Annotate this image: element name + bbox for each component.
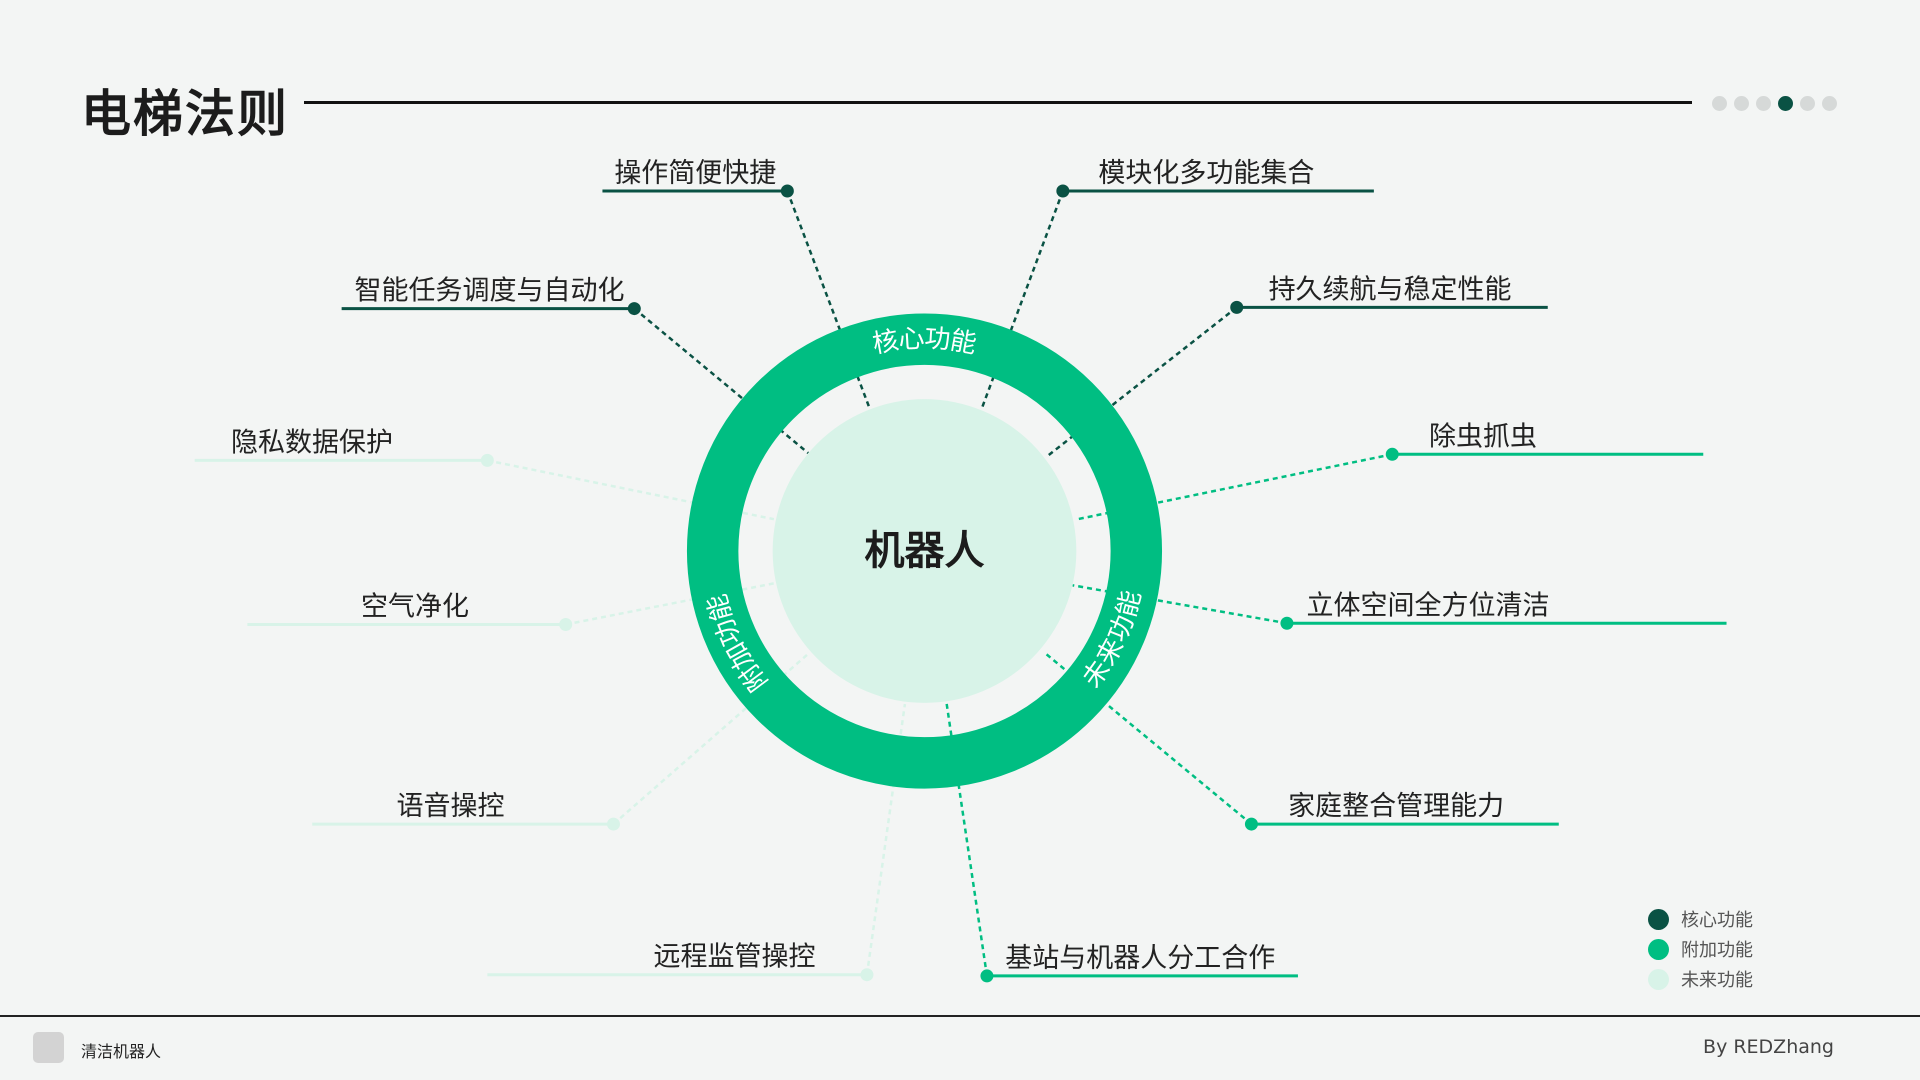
legend: 核心功能附加功能未来功能 <box>1648 904 1753 994</box>
feature-label: 隐私数据保护 <box>231 427 393 458</box>
feature-label: 立体空间全方位清洁 <box>1307 590 1550 621</box>
feature-item-additional: 除虫抓虫 <box>1385 421 1704 461</box>
footer-author: By REDZhang <box>1703 1036 1834 1058</box>
footer-logo <box>33 1032 64 1063</box>
feature-label: 家庭整合管理能力 <box>1288 791 1504 822</box>
feature-item-additional: 基站与机器人分工合作 <box>980 943 1298 983</box>
feature-item-future: 隐私数据保护 <box>194 427 494 467</box>
anchor-dot <box>1230 300 1244 314</box>
anchor-dot <box>780 184 794 198</box>
anchor-dot <box>860 968 874 982</box>
page-title: 电梯法则 <box>81 85 289 143</box>
legend-label: 未来功能 <box>1681 970 1753 991</box>
title-divider <box>304 101 1692 104</box>
connector-line <box>945 702 989 977</box>
connector-line <box>612 652 809 826</box>
legend-label: 核心功能 <box>1681 910 1753 931</box>
page-dot-6[interactable] <box>1822 96 1837 111</box>
feature-label: 远程监管操控 <box>654 942 816 973</box>
feature-label: 持久续航与稳定性能 <box>1269 274 1512 305</box>
legend-swatch <box>1648 908 1669 930</box>
feature-label: 智能任务调度与自动化 <box>354 276 624 307</box>
feature-label: 操作简便快捷 <box>614 158 776 189</box>
feature-item-core: 模块化多功能集合 <box>1056 158 1374 198</box>
legend-item: 核心功能 <box>1648 904 1753 934</box>
page-dot-2[interactable] <box>1734 96 1749 111</box>
legend-swatch <box>1648 938 1669 960</box>
anchor-dot <box>627 302 641 316</box>
center-label: 机器人 <box>864 528 984 574</box>
feature-label: 除虫抓虫 <box>1429 421 1537 452</box>
page-dot-5[interactable] <box>1800 96 1815 111</box>
feature-item-future: 空气净化 <box>247 591 573 631</box>
page-dot-1[interactable] <box>1712 96 1727 111</box>
anchor-dot <box>1385 447 1399 461</box>
feature-label: 基站与机器人分工合作 <box>1005 943 1275 974</box>
feature-label: 空气净化 <box>361 591 469 622</box>
anchor-dot <box>1244 817 1258 831</box>
feature-item-additional: 家庭整合管理能力 <box>1244 791 1559 831</box>
feature-item-core: 持久续航与稳定性能 <box>1230 274 1548 314</box>
feature-label: 语音操控 <box>396 791 504 822</box>
anchor-dot <box>980 969 994 983</box>
pagination-dots <box>1712 96 1837 111</box>
category-ring <box>686 313 1163 789</box>
feature-label: 模块化多功能集合 <box>1098 158 1314 189</box>
anchor-dot <box>1056 184 1070 198</box>
feature-item-additional: 立体空间全方位清洁 <box>1280 590 1727 630</box>
center-circle <box>772 399 1077 703</box>
footer-project-name: 清洁机器人 <box>81 1042 162 1061</box>
connector-line <box>633 307 809 455</box>
anchor-dot <box>559 617 573 631</box>
legend-label: 附加功能 <box>1681 940 1753 961</box>
anchor-dot <box>606 817 620 831</box>
feature-item-core: 操作简便快捷 <box>602 158 794 198</box>
legend-swatch <box>1648 968 1669 990</box>
footer-divider <box>0 1015 1920 1017</box>
page-dot-3[interactable] <box>1756 96 1771 111</box>
page-dot-4[interactable] <box>1778 96 1793 111</box>
feature-item-core: 智能任务调度与自动化 <box>341 276 641 316</box>
feature-item-future: 语音操控 <box>312 791 620 831</box>
anchor-dot <box>1280 616 1294 630</box>
legend-item: 未来功能 <box>1648 964 1753 994</box>
legend-item: 附加功能 <box>1648 934 1753 964</box>
feature-item-future: 远程监管操控 <box>487 942 874 982</box>
anchor-dot <box>480 453 494 467</box>
